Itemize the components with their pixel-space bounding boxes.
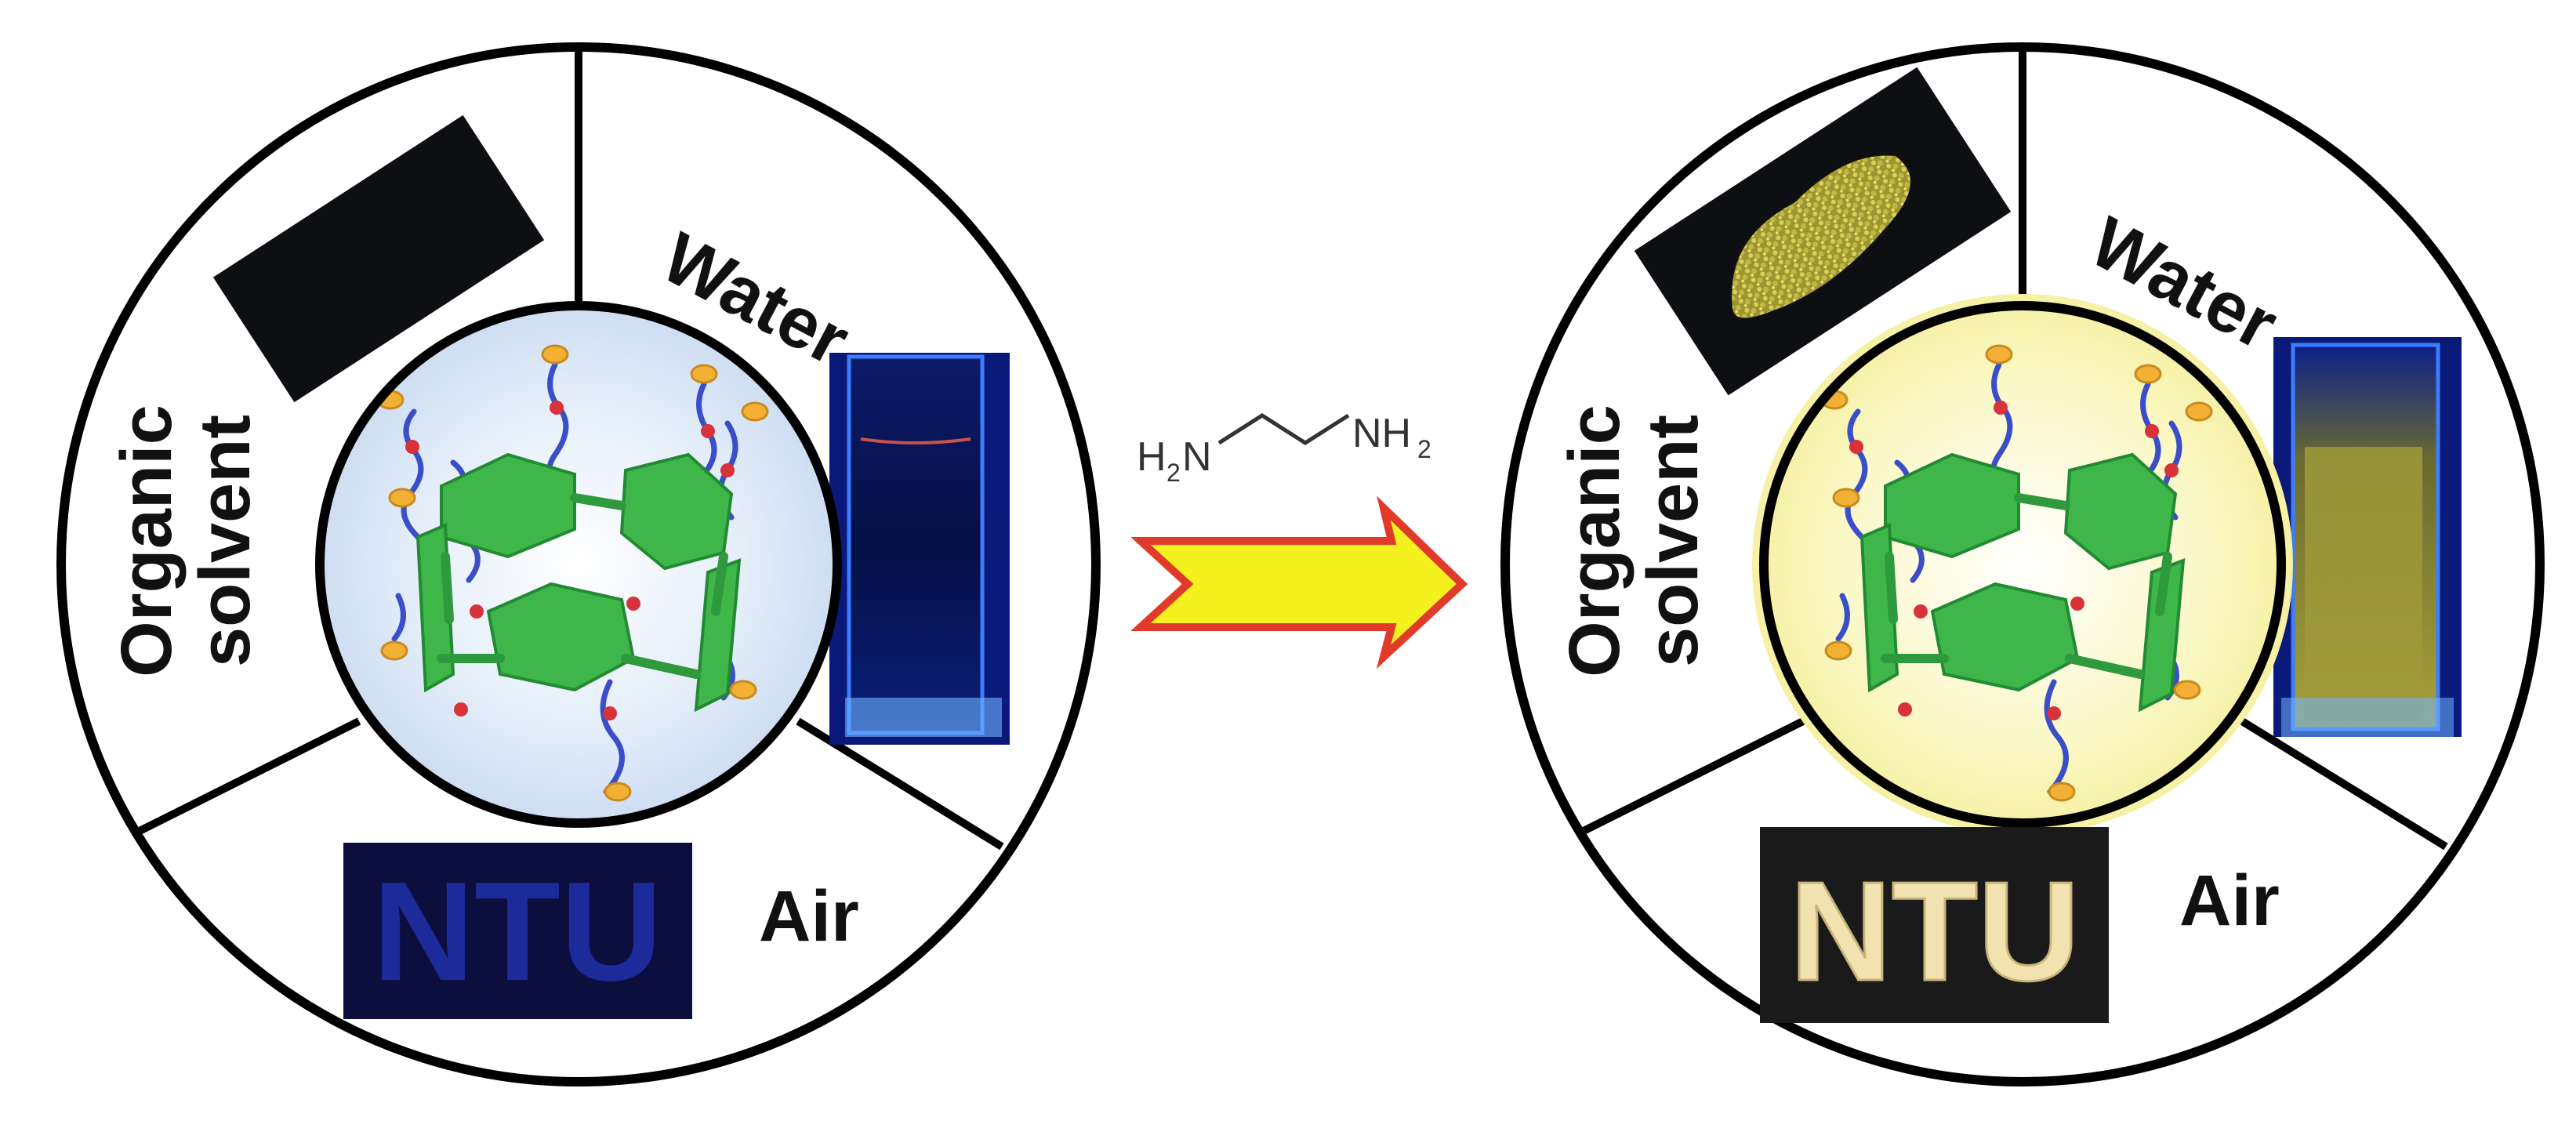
- panel-before: NTU Water Air Organic solvent: [56, 42, 1101, 1087]
- ethylenediamine-structure: H 2 N NH 2: [1137, 411, 1431, 487]
- label-air: Air: [2179, 861, 2280, 941]
- inner-glow: [1752, 294, 2293, 835]
- organic-solvent-photo: [212, 114, 545, 403]
- label-organic: Organic: [1555, 405, 1634, 677]
- divider-lower-left: [1581, 717, 1805, 835]
- ntu-text: NTU: [372, 853, 662, 1010]
- label-organic: Organic: [107, 405, 187, 677]
- chem-h-sub: 2: [1166, 459, 1181, 487]
- panel-after: NTU Water Air Organic solvent: [1500, 42, 2545, 1087]
- chem-h: H: [1137, 434, 1166, 480]
- chem-nh-right: NH: [1352, 411, 1411, 456]
- label-solvent: solvent: [185, 415, 265, 667]
- divider-lower-left: [137, 717, 361, 835]
- divider-lower-right: [2240, 717, 2448, 851]
- ntu-photo: NTU: [343, 843, 692, 1019]
- reaction-arrow: [1130, 495, 1468, 669]
- label-solvent: solvent: [1633, 415, 1713, 667]
- label-air: Air: [759, 876, 859, 956]
- ntu-photo: NTU: [1760, 827, 2109, 1023]
- chem-nh-sub: 2: [1417, 435, 1431, 463]
- reaction-arrow-group: H 2 N NH 2: [1130, 411, 1468, 669]
- water-vial-photo: [2273, 337, 2462, 737]
- chem-n-left: N: [1182, 434, 1212, 480]
- inner-ring: [315, 301, 842, 828]
- inner-ring: [1759, 301, 2286, 828]
- organic-solvent-photo: [1634, 67, 2012, 396]
- ntu-text: NTU: [1790, 853, 2080, 1010]
- water-vial-photo: [829, 353, 1010, 745]
